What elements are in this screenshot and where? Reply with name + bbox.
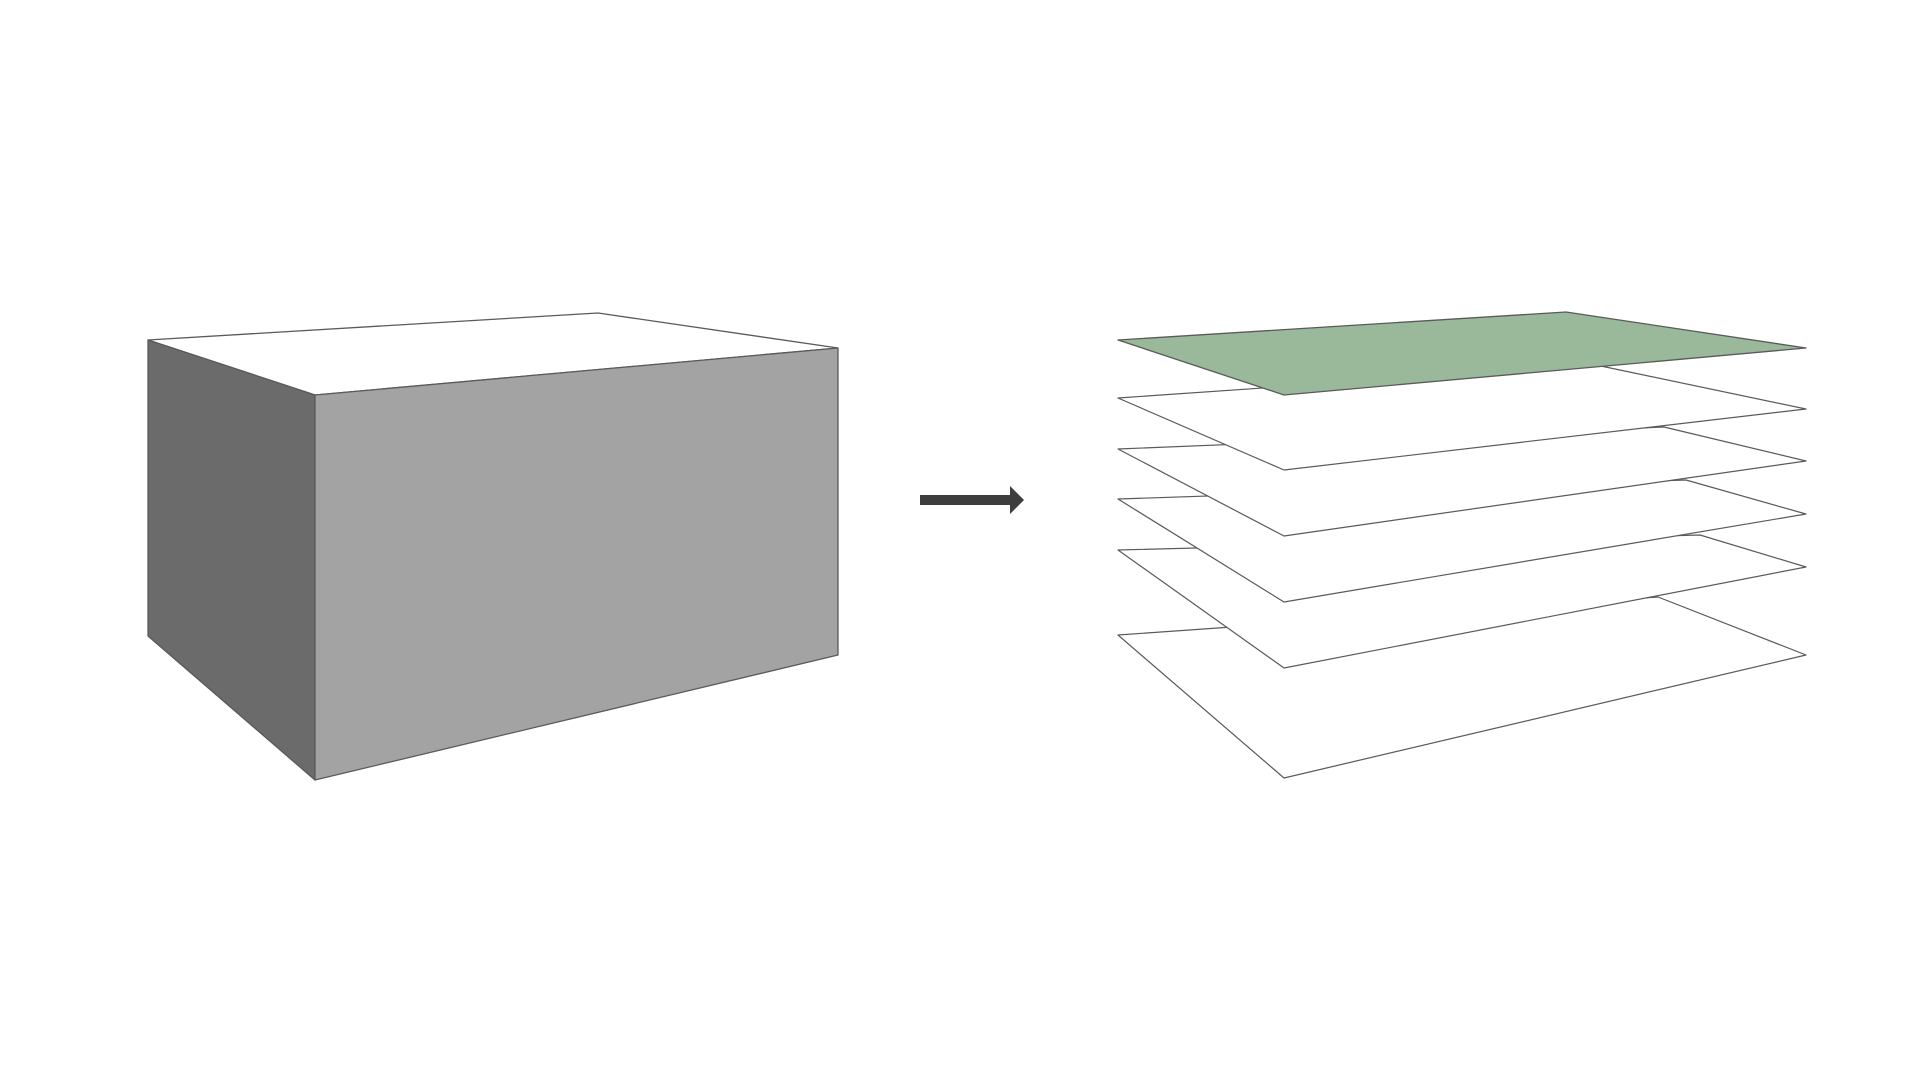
transform-arrow xyxy=(920,486,1024,514)
arrow-head xyxy=(1010,486,1024,514)
layer-1-highlighted xyxy=(1117,311,1807,396)
solid-box xyxy=(147,312,839,781)
arrow-shaft xyxy=(920,495,1012,505)
solid-box-left-face xyxy=(147,339,316,781)
solid-box-front-face xyxy=(314,347,839,781)
sliced-layers xyxy=(1117,311,1807,779)
